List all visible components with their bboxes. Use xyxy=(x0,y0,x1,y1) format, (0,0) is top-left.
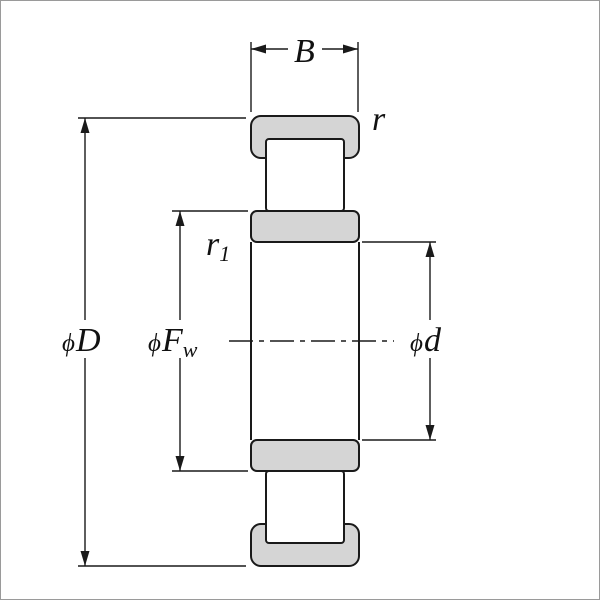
roller-top xyxy=(265,138,345,212)
inner-ring-top-section xyxy=(250,210,360,243)
dimension-outer-diameter-D: ϕD xyxy=(56,117,246,567)
dim-b-label-mask xyxy=(288,34,322,64)
dim-fw-label-mask xyxy=(143,320,209,358)
dimension-width-B: B xyxy=(250,33,359,112)
dim-b-label: B xyxy=(294,33,315,70)
dim-d-outer-label: ϕD xyxy=(62,322,101,359)
inner-ring-bottom-section xyxy=(250,439,360,472)
roller-inscribed-letter: F xyxy=(161,322,184,359)
outer-diameter-letter: D xyxy=(75,322,101,359)
inner-corner-radius-label: r1 xyxy=(206,226,230,266)
inner-corner-radius-subscript: 1 xyxy=(219,241,230,266)
dim-bore-arrow-bottom xyxy=(425,425,435,440)
dim-fw-arrow-bottom xyxy=(175,456,185,471)
dimension-bore-d: ϕd xyxy=(362,241,456,441)
dim-d-outer-arrow-top xyxy=(80,118,90,133)
phi-symbol: ϕ xyxy=(62,330,75,357)
dimension-roller-inscribed-Fw: ϕFw xyxy=(143,210,248,472)
dim-bore-label: ϕd xyxy=(410,322,442,359)
phi-symbol: ϕ xyxy=(410,330,423,357)
dim-b-arrow-left xyxy=(251,44,266,54)
dim-bore-arrow-top xyxy=(425,242,435,257)
roller-inscribed-subscript: w xyxy=(183,337,198,362)
dim-bore-label-mask xyxy=(404,320,456,358)
bearing-body xyxy=(229,115,394,567)
bore-diameter-letter: d xyxy=(424,322,442,359)
dim-fw-label: ϕFw xyxy=(148,322,198,362)
outer-corner-radius-label: r xyxy=(372,101,386,138)
inner-corner-radius-letter: r xyxy=(206,226,220,263)
phi-symbol: ϕ xyxy=(148,330,161,357)
dim-b-arrow-right xyxy=(343,44,358,54)
dim-d-outer-label-mask xyxy=(56,320,108,358)
dim-d-outer-arrow-bottom xyxy=(80,551,90,566)
roller-bottom xyxy=(265,470,345,544)
dim-fw-arrow-top xyxy=(175,211,185,226)
